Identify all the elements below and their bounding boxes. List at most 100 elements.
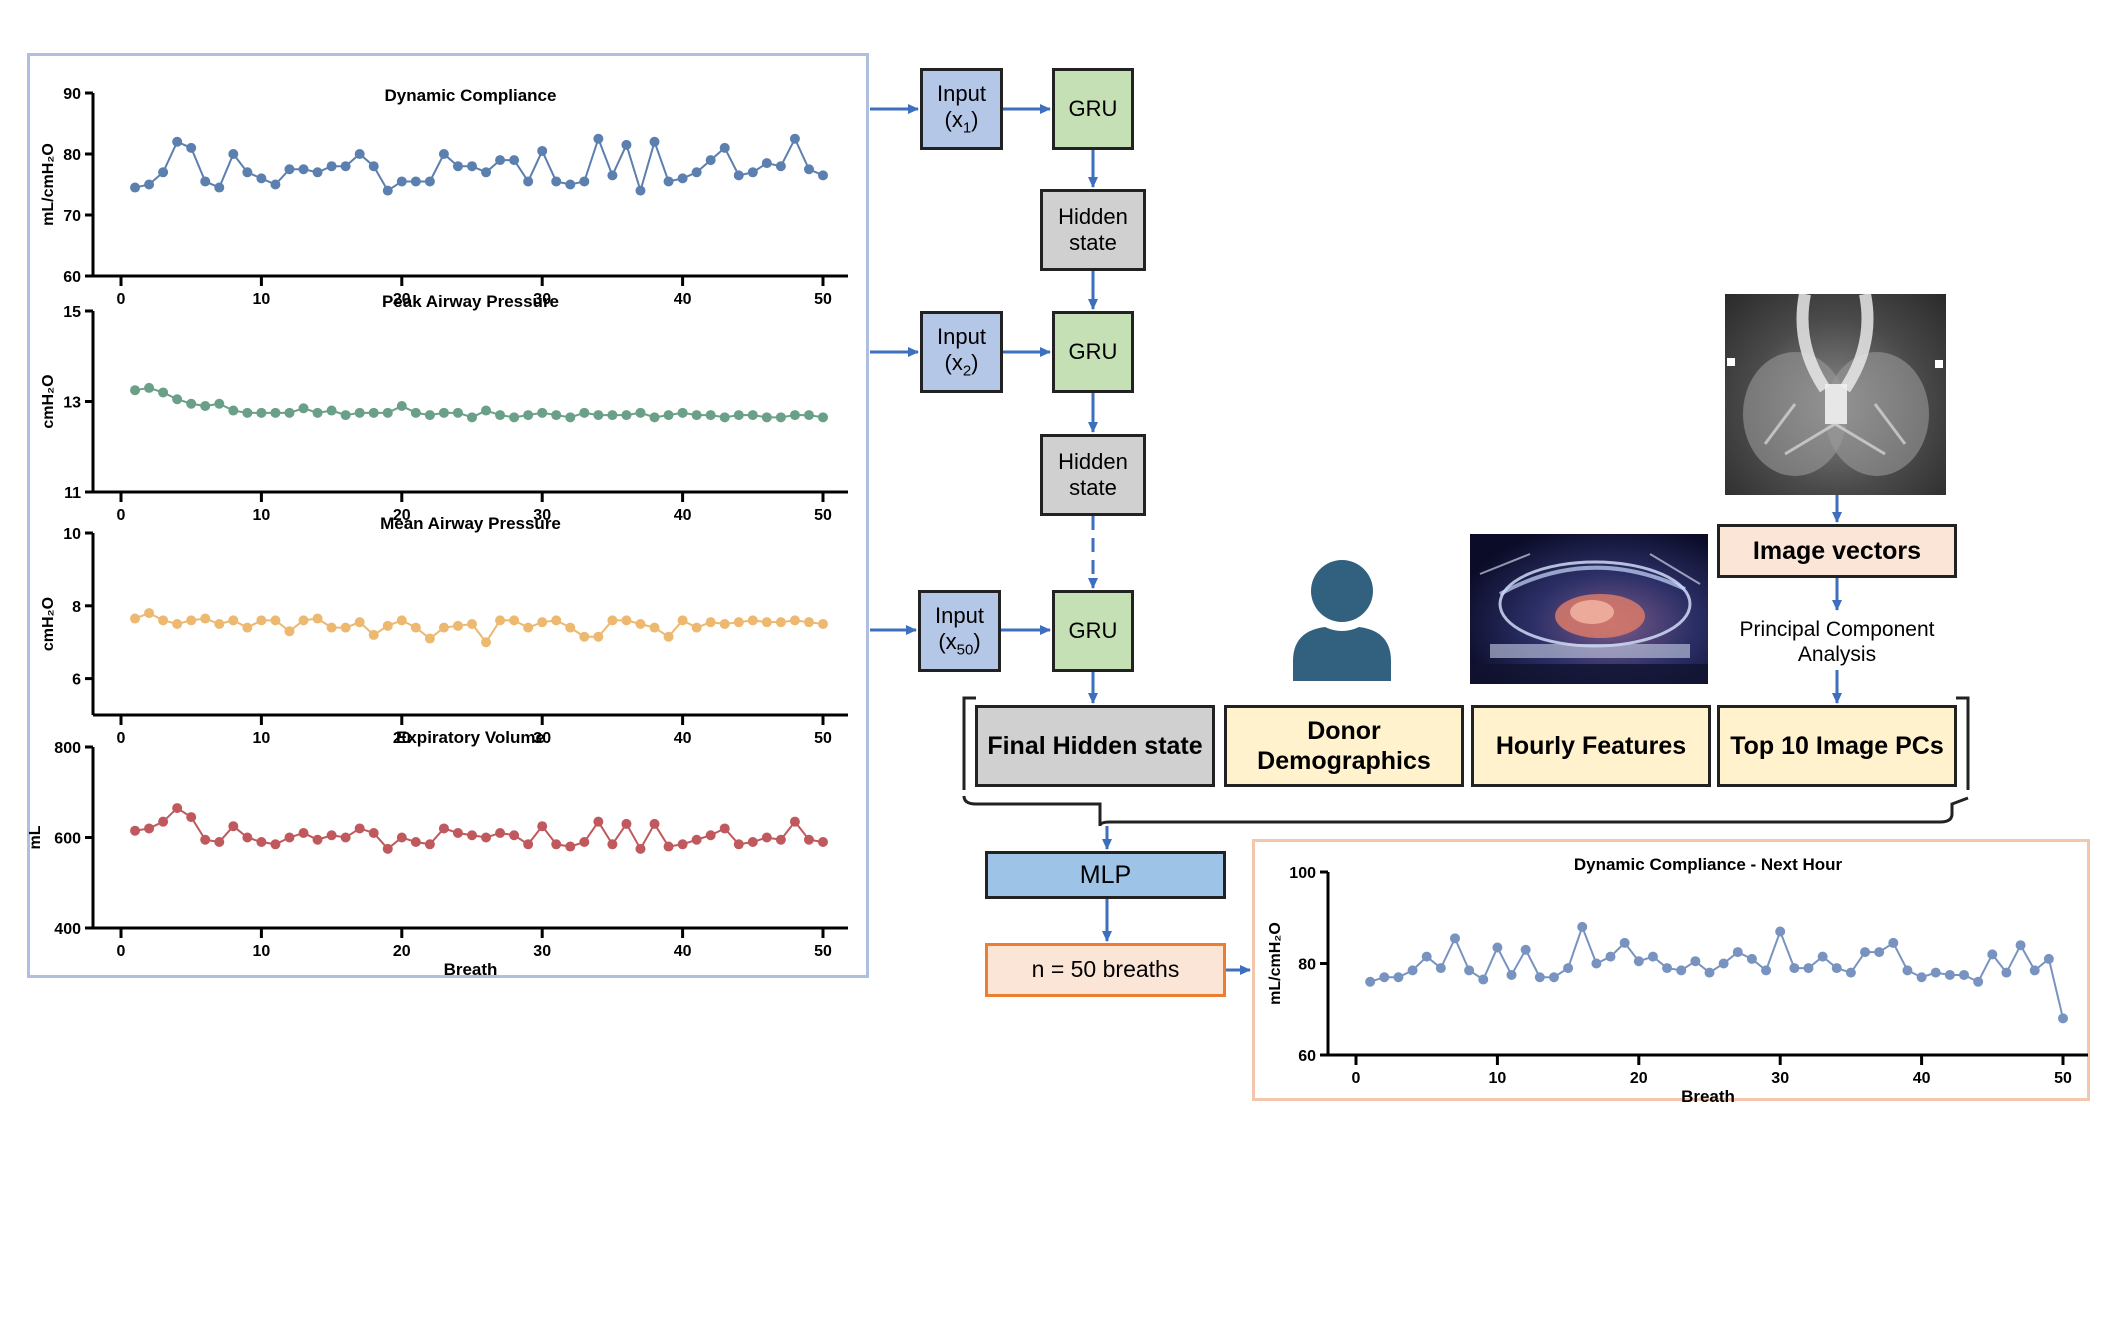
data-point <box>424 176 435 187</box>
data-point <box>312 613 323 624</box>
data-point <box>1548 972 1559 983</box>
data-point <box>719 412 730 423</box>
data-point <box>1987 949 1998 960</box>
donor-demographics-box: Donor Demographics <box>1224 705 1464 787</box>
input-label: Input <box>937 80 986 106</box>
gru-label: GRU <box>1068 95 1118 121</box>
data-point <box>438 407 449 418</box>
data-point <box>298 164 309 175</box>
input-label: Input <box>935 602 984 628</box>
x-tick-label: 20 <box>1630 1070 1648 1087</box>
data-point <box>340 161 351 172</box>
data-point <box>1916 972 1927 983</box>
data-point <box>256 407 267 418</box>
data-point <box>649 818 660 829</box>
x-tick-label: 0 <box>117 943 126 960</box>
data-point <box>172 394 183 405</box>
data-point <box>368 161 379 172</box>
data-point <box>495 615 506 626</box>
y-tick-label: 100 <box>1289 865 1316 882</box>
data-point <box>635 185 646 196</box>
data-point <box>396 176 407 187</box>
data-point <box>593 816 604 827</box>
x-tick-label: 20 <box>393 291 411 308</box>
data-point <box>1619 937 1630 948</box>
data-point <box>1407 965 1418 976</box>
data-point <box>705 155 716 166</box>
y-tick-label: 90 <box>63 86 81 103</box>
x-tick-label: 10 <box>253 507 271 524</box>
data-point <box>705 830 716 841</box>
mlp-box: MLP <box>985 851 1226 899</box>
chart-title: Peak Airway Pressure <box>382 292 559 311</box>
data-point <box>340 622 351 633</box>
data-point <box>1506 969 1517 980</box>
data-point <box>607 615 618 626</box>
y-tick-label: 15 <box>63 304 81 321</box>
data-point <box>284 832 295 843</box>
data-point <box>607 170 618 181</box>
data-point <box>340 832 351 843</box>
data-point <box>2058 1013 2068 1024</box>
data-point <box>761 617 772 628</box>
data-point <box>354 149 365 159</box>
data-point <box>789 133 800 144</box>
pca-label: Principal Component Analysis <box>1717 614 1957 670</box>
data-point <box>1944 969 1955 980</box>
x-tick-label: 40 <box>674 507 692 524</box>
data-point <box>523 839 534 850</box>
x-tick-label: 0 <box>117 730 126 747</box>
data-point <box>298 827 309 838</box>
data-point <box>382 185 393 196</box>
x-tick-label: 0 <box>1352 1070 1361 1087</box>
data-point <box>1973 976 1984 987</box>
data-point <box>158 615 169 626</box>
x-tick-label: 10 <box>1489 1070 1507 1087</box>
data-point <box>733 839 744 850</box>
data-point <box>467 412 477 423</box>
gru-box-2: GRU <box>1052 311 1134 393</box>
data-point <box>775 412 786 423</box>
chart-title: Dynamic Compliance - Next Hour <box>1574 855 1843 874</box>
y-tick-label: 60 <box>1298 1048 1316 1065</box>
data-point <box>256 173 267 184</box>
data-point <box>144 382 155 393</box>
data-point <box>368 827 379 838</box>
data-point <box>551 615 562 626</box>
data-point <box>565 841 576 852</box>
data-point <box>1591 958 1602 969</box>
data-point <box>775 161 786 172</box>
series-line <box>134 135 824 195</box>
data-point <box>803 617 814 628</box>
data-point <box>130 182 141 193</box>
data-point <box>1761 965 1772 976</box>
data-point <box>761 832 772 843</box>
data-point <box>1690 956 1701 967</box>
data-point <box>354 823 365 834</box>
data-point <box>663 841 674 852</box>
x-tick-label: 50 <box>2054 1070 2072 1087</box>
data-point <box>284 626 295 637</box>
data-point <box>551 839 562 850</box>
data-point <box>1930 967 1941 978</box>
data-point <box>312 407 323 418</box>
data-point <box>1775 926 1786 937</box>
data-point <box>368 407 379 418</box>
y-tick-label: 6 <box>72 672 81 689</box>
hidden-label-line1: Hidden <box>1058 203 1128 229</box>
x-tick-label: 30 <box>533 507 551 524</box>
data-point <box>1478 974 1489 985</box>
x-tick-label: 30 <box>1771 1070 1789 1087</box>
data-point <box>158 816 169 827</box>
data-point <box>733 170 744 181</box>
data-point <box>747 837 758 848</box>
hourly-features-box: Hourly Features <box>1471 705 1711 787</box>
data-point <box>424 839 435 850</box>
input-label: Input <box>937 323 986 349</box>
gru-box-50: GRU <box>1052 590 1134 672</box>
data-point <box>1563 963 1574 974</box>
person-icon <box>1293 560 1391 681</box>
y-axis-label: mL/cmH₂O <box>40 143 57 226</box>
data-point <box>537 821 548 832</box>
series-line <box>1369 923 2064 1019</box>
